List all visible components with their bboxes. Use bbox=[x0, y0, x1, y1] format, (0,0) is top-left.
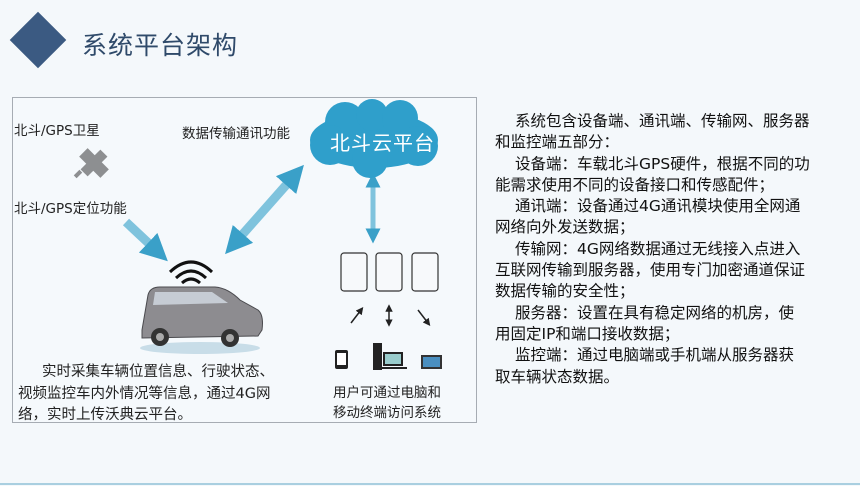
comm-label: 数据传输通讯功能 bbox=[182, 126, 290, 142]
car-icon bbox=[140, 286, 263, 354]
satellite-icon bbox=[73, 148, 109, 179]
caption-line: 络，实时上传沃典云平台。 bbox=[18, 407, 192, 423]
cloud-platform-label: 北斗云平台 bbox=[330, 131, 435, 155]
vehicle-caption: 实时采集车辆位置信息、行驶状态、 视频监控车内外情况等信息，通过4G网 络，实时… bbox=[18, 362, 274, 427]
description-line: 数据传输的安全性； bbox=[495, 282, 635, 301]
server-icons bbox=[340, 252, 439, 292]
bottom-divider bbox=[0, 483, 860, 485]
comm-arrow bbox=[225, 164, 304, 255]
description-line: 传输网：4G网络数据通过无线接入点进入 bbox=[515, 239, 801, 258]
page-title: 系统平台架构 bbox=[82, 31, 239, 60]
description-line: 网络向外发送数据； bbox=[495, 218, 635, 237]
description-line: 取车辆状态数据。 bbox=[495, 367, 620, 386]
user-caption: 用户可通过电脑和 移动终端访问系统 bbox=[333, 383, 441, 423]
satellite-label: 北斗/GPS卫星 bbox=[14, 123, 100, 139]
system-description: 系统包含设备端、通讯端、传输网、服务器和监控端五部分： 设备端：车载北斗GPS硬件… bbox=[495, 111, 860, 388]
caption-line: 实时采集车辆位置信息、行驶状态、 bbox=[42, 364, 274, 380]
caption-line: 视频监控车内外情况等信息，通过4G网 bbox=[18, 385, 271, 402]
description-line: 和监控端五部分： bbox=[495, 133, 620, 152]
gps-arrow bbox=[122, 218, 168, 262]
description-line: 监控端：通过电脑端或手机端从服务器获 bbox=[515, 346, 795, 365]
caption-line: 用户可通过电脑和 bbox=[333, 385, 441, 401]
positioning-label: 北斗/GPS定位功能 bbox=[14, 201, 127, 217]
computer-icon bbox=[373, 343, 407, 370]
phone-icon bbox=[335, 350, 348, 369]
description-line: 互联网传输到服务器，使用专门加密通道保证 bbox=[495, 261, 806, 280]
description-line: 服务器：设置在具有稳定网络的机房，使 bbox=[515, 303, 795, 322]
description-line: 用固定IP和端口接收数据； bbox=[495, 324, 680, 343]
description-line: 设备端：车载北斗GPS硬件，根据不同的功 bbox=[515, 154, 810, 173]
tablet-icon bbox=[421, 355, 442, 369]
wifi-icon bbox=[168, 260, 214, 285]
description-line: 系统包含设备端、通讯端、传输网、服务器 bbox=[515, 112, 810, 130]
diagram-graphics bbox=[73, 99, 442, 370]
cloud-icon bbox=[310, 99, 438, 178]
description-line: 通讯端：设备通过4G通讯模块使用全网通 bbox=[515, 197, 801, 216]
caption-line: 移动终端访问系统 bbox=[333, 405, 441, 421]
description-line: 能需求使用不同的设备接口和传感配件； bbox=[495, 175, 775, 194]
